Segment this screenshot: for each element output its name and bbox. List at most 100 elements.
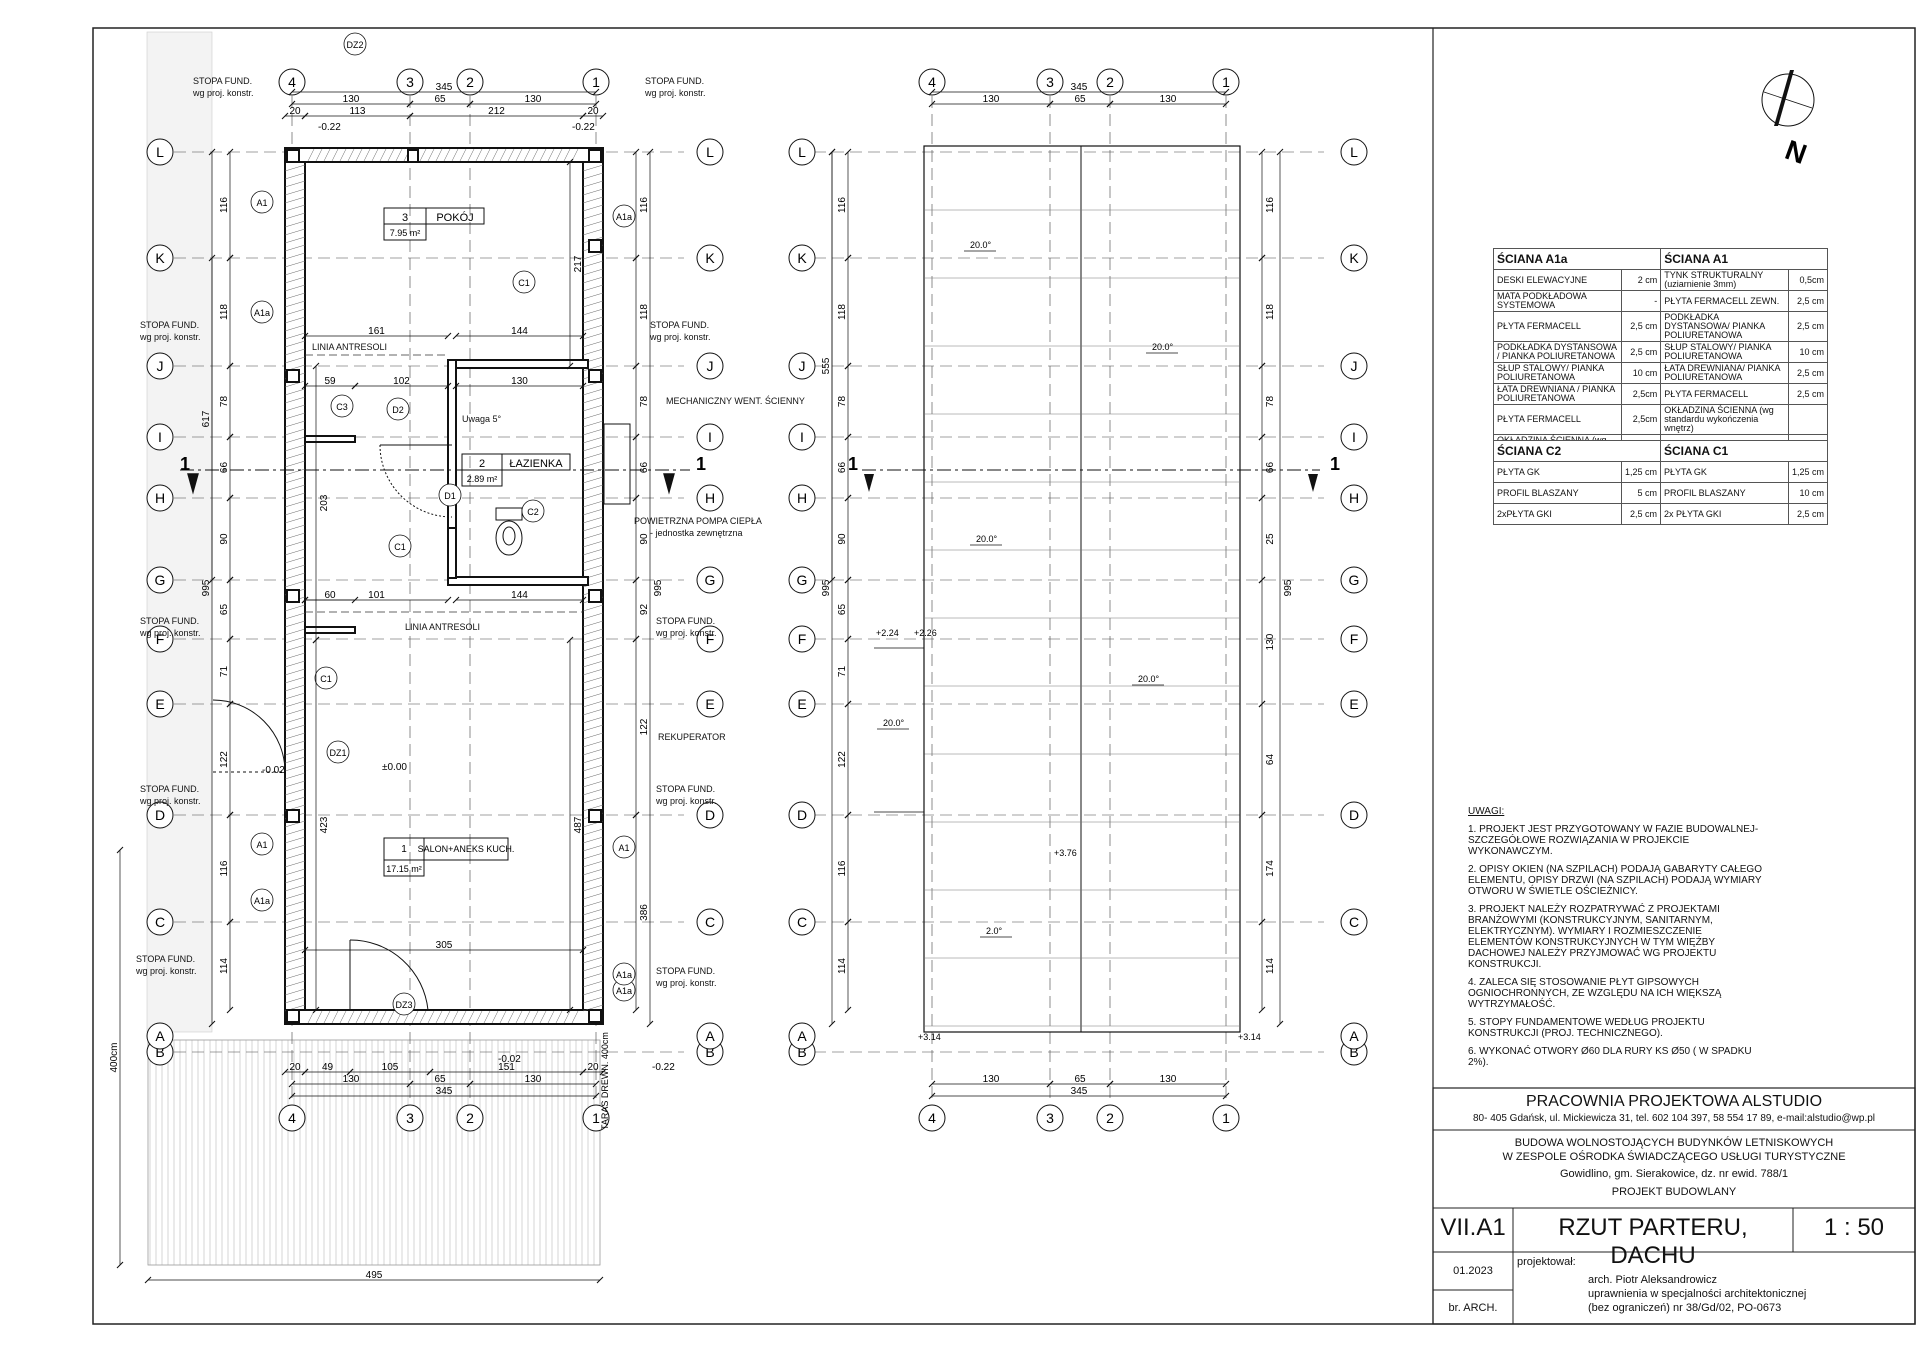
grid-bubble-row (146, 908, 174, 936)
slope-label: 2.0° (986, 926, 1003, 936)
roof-grid-label-row: D (797, 807, 807, 823)
dim-text: 102 (393, 376, 410, 387)
grid-bubble-row (146, 484, 174, 512)
roof-grid-label-col: 4 (928, 74, 936, 90)
roof-level-mark: +2.26 (914, 628, 937, 638)
wall-type-title: ŚCIANA C2 (1493, 440, 1661, 462)
wall-layer-name: PŁYTA FERMACELL (1492, 311, 1623, 342)
wall-tag-bubble (612, 835, 636, 859)
room-area: 2.89 m² (467, 474, 498, 484)
wall-tag-bubble (314, 666, 338, 690)
roof-grid-bubble-col (1096, 1104, 1124, 1132)
wall-tag-label: DZ1 (329, 748, 346, 758)
roof-grid-bubble-col (1096, 68, 1124, 96)
roof-grid-label-row: C (1349, 914, 1359, 930)
grid-bubble-col (456, 68, 484, 96)
note-item: 4. ZALECA SIĘ STOSOWANIE PŁYT GIPSOWYCH … (1468, 977, 1722, 1010)
grid-label-row: H (155, 490, 165, 506)
grid-label-row: I (158, 429, 162, 445)
wall-layer-name: MATA PODKŁADOWA SYSTEMOWA (1492, 290, 1623, 312)
grid-bubble-col (278, 68, 306, 96)
grid-label-col: 2 (466, 1110, 474, 1126)
roof-grid-label-row: H (797, 490, 807, 506)
label-stopa-fund: STOPA FUND. (650, 320, 709, 330)
grid-bubble-row (146, 352, 174, 380)
wall-layer-thickness: 2,5 cm (1621, 341, 1662, 363)
dim-text: 90 (837, 533, 848, 545)
roof-grid-label-col: 3 (1046, 74, 1054, 90)
roof-grid-label-row: A (1349, 1028, 1359, 1044)
roof-grid-bubble-row (788, 352, 816, 380)
grid-label-row: D (705, 807, 715, 823)
wall-layer-name: PŁYTA FERMACELL ZEWN. (1660, 290, 1789, 312)
grid-bubble-row (696, 566, 724, 594)
project-line-2: W ZESPOLE OŚRODKA ŚWIADCZĄCEGO USŁUGI TU… (1502, 1151, 1846, 1163)
wall-tag-label: A1a (254, 308, 270, 318)
roof-grid-label-row: G (797, 572, 808, 588)
label-stopa-fund-sub: wg proj. konstr. (139, 796, 201, 806)
level-mark: -0.22 (652, 1062, 675, 1073)
roof-grid-label-row: D (1349, 807, 1359, 823)
grid-label-row: K (705, 250, 715, 266)
roof-grid-bubble-row (788, 138, 816, 166)
dim-text: 118 (219, 304, 230, 320)
roof-grid-label-row: I (800, 429, 804, 445)
dim-text: 20 (587, 106, 599, 117)
wall-tag-label: C2 (527, 507, 539, 517)
dim-text: 65 (837, 604, 848, 616)
label-stopa-fund-sub: wg proj. konstr. (139, 332, 201, 342)
roof-grid-bubble-row (1340, 625, 1368, 653)
slope-label: 20.0° (1138, 674, 1160, 684)
wall-tag-bubble (250, 832, 274, 856)
grid-bubble-col (582, 1104, 610, 1132)
dim-text: 78 (837, 396, 848, 408)
dim-text: 118 (639, 304, 650, 320)
roof-grid-bubble-col (918, 68, 946, 96)
dim-text: 995 (821, 579, 832, 596)
dim-text: 71 (837, 666, 848, 678)
slope-label: 20.0° (976, 534, 998, 544)
wall-layer-name: ŁATA DREWNIANA/ PIANKA POLIURETANOWA (1660, 362, 1789, 384)
roof-grid-bubble-row (788, 244, 816, 272)
dim-text: 66 (639, 462, 650, 474)
grid-bubble-row (146, 625, 174, 653)
grid-bubble-row (696, 801, 724, 829)
dim-text: 78 (219, 396, 230, 408)
wall-tag-label: DZ3 (395, 1000, 412, 1010)
wall-tag-bubble (250, 190, 274, 214)
level-mark: ±0.00 (382, 762, 407, 773)
roof-grid-label-col: 4 (928, 1110, 936, 1126)
wall-layer-thickness: 0,5cm (1788, 269, 1828, 291)
wall-tag-bubble (326, 740, 350, 764)
roof-grid-label-row: K (797, 250, 807, 266)
dim-text: 92 (639, 604, 650, 616)
roof-grid-label-row: B (1349, 1044, 1358, 1060)
label-stopa-fund-sub: wg proj. konstr. (192, 88, 254, 98)
grid-label-row: L (706, 144, 714, 160)
roof-grid-bubble-row (1340, 244, 1368, 272)
dim-text: 114 (1265, 958, 1276, 974)
title-block-frame (1432, 1087, 1916, 1325)
wall-layer-name: PODKŁADKA DYSTANSOWA/ PIANKA POLIURETANO… (1660, 311, 1789, 342)
wall-insulation-hatch (284, 148, 604, 1024)
wall-layer-thickness: 1,25 cm (1787, 461, 1829, 483)
grid-bubble-row (696, 138, 724, 166)
roof-grid-bubble-col (1212, 1104, 1240, 1132)
dim-text: 130 (1160, 94, 1177, 105)
grid-bubble-row (146, 566, 174, 594)
grid-bubble-row (696, 484, 724, 512)
label-stopa-fund: STOPA FUND. (193, 76, 252, 86)
wall-layer-name: SŁUP STALOWY/ PIANKA POLIURETANOWA (1660, 341, 1789, 363)
dim-text: 118 (1265, 304, 1276, 320)
dim-text: 71 (219, 666, 230, 678)
grid-bubble-row (146, 690, 174, 718)
grid-bubble-row (146, 423, 174, 451)
dim-text: 59 (324, 376, 336, 387)
grid-label-col: 1 (592, 74, 600, 90)
sheet-branch: br. ARCH. (1448, 1302, 1498, 1314)
north-arrow: N (1761, 70, 1815, 170)
grid-label-col: 3 (406, 1110, 414, 1126)
dim-text: 305 (436, 940, 453, 951)
